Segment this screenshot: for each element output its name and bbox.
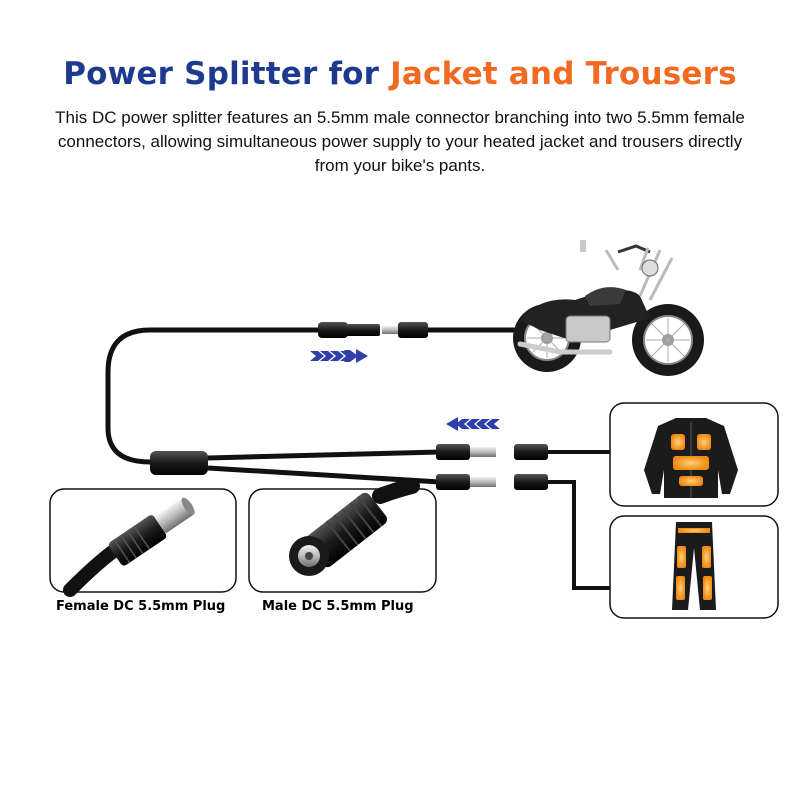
branch-male-connector-top [436,444,496,460]
female-plug-closeup [49,488,237,597]
main-cable [105,327,323,465]
male-plug-closeup [248,478,437,593]
arrow-left-icon [446,417,500,431]
motorcycle-icon [513,240,704,376]
female-plug-label: Female DC 5.5mm Plug [56,599,226,614]
jacket-panel [609,402,779,507]
page-title: Power Splitter for Jacket and Trousers [0,56,800,92]
arrow-right-icon [310,349,368,363]
splitter-hub [150,449,441,485]
main-female-connector [318,322,380,338]
description: This DC power splitter features an 5.5mm… [55,108,745,175]
branch-male-connector-bottom [436,474,496,490]
main-male-connector [382,322,520,338]
title-part-orange: Jacket and Trousers [390,56,737,92]
jacket-female-connector [514,444,610,460]
heated-jacket-icon [644,418,738,498]
heated-trousers-icon [672,522,716,610]
title-part-blue: Power Splitter for [63,56,380,92]
male-plug-label: Male DC 5.5mm Plug [262,599,414,614]
trousers-panel [609,515,779,619]
trousers-female-connector [514,474,610,590]
